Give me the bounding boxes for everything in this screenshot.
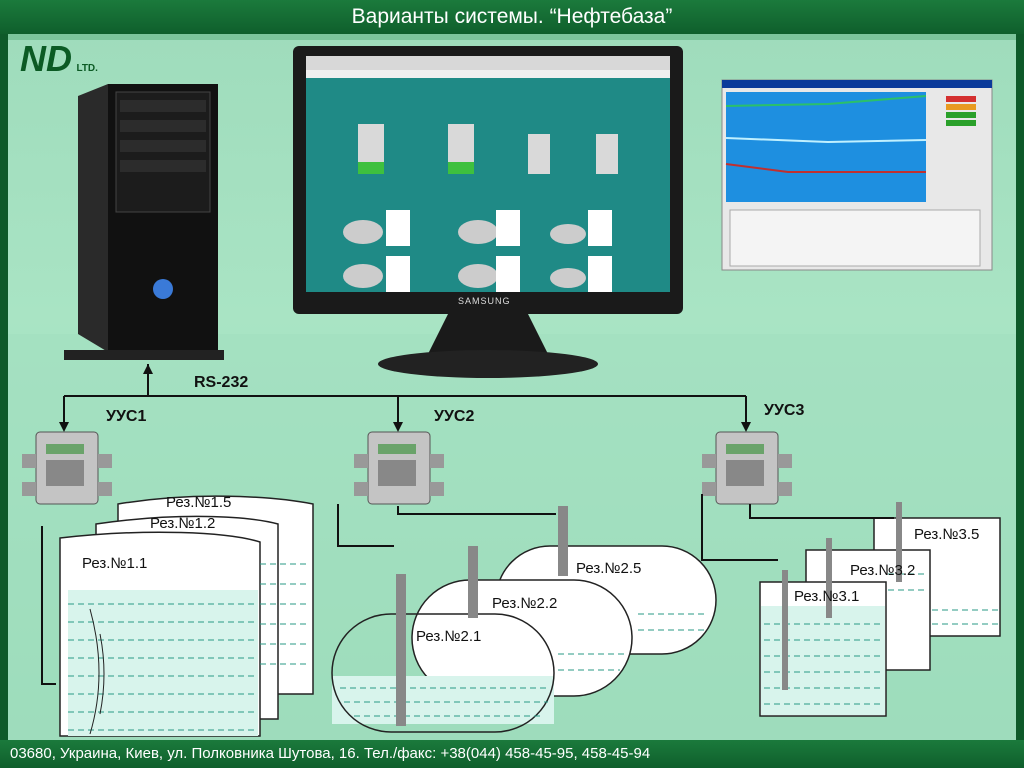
tank-label-1-2: Рез.№1.2 — [150, 515, 216, 532]
tank-label-2-2: Рез.№2.2 — [492, 595, 558, 612]
tank-label-2-1: Рез.№2.1 — [416, 628, 482, 645]
tank-label-3-5: Рез.№3.5 — [914, 526, 980, 543]
contact-footer: 03680, Украина, Киев, ул. Полковника Шут… — [0, 740, 1024, 768]
control-unit-3-icon — [702, 431, 792, 505]
diagram-svg — [8, 34, 1016, 740]
unit-label-1: УУС1 — [106, 408, 147, 425]
diagram-canvas: ND LTD. RS-232 SAMSUNG УУС1 УУС2 УУС3 Ре… — [8, 34, 1016, 740]
trend-window-icon — [721, 79, 993, 271]
control-unit-2-icon — [354, 431, 444, 505]
rs232-bus — [63, 364, 747, 424]
bus-label: RS-232 — [194, 374, 249, 391]
tank-group-1 — [41, 495, 314, 737]
tank-label-3-2: Рез.№3.2 — [850, 562, 916, 579]
tank-label-2-5: Рез.№2.5 — [576, 560, 642, 577]
company-logo: ND LTD. — [20, 38, 98, 79]
tank-group-3 — [701, 494, 1001, 717]
tank-label-3-1: Рез.№3.1 — [794, 588, 860, 605]
unit-label-2: УУС2 — [434, 408, 475, 425]
tank-group-2 — [331, 504, 717, 733]
monitor-icon — [293, 46, 683, 378]
page-title: Варианты системы. “Нефтебаза” — [0, 0, 1024, 34]
tank-label-1-5: Рез.№1.5 — [166, 494, 232, 511]
unit-label-3: УУС3 — [764, 402, 805, 419]
tank-label-1-1: Рез.№1.1 — [82, 555, 148, 572]
control-unit-1-icon — [22, 431, 112, 505]
pc-tower-icon — [64, 84, 224, 360]
monitor-brand: SAMSUNG — [458, 296, 511, 306]
